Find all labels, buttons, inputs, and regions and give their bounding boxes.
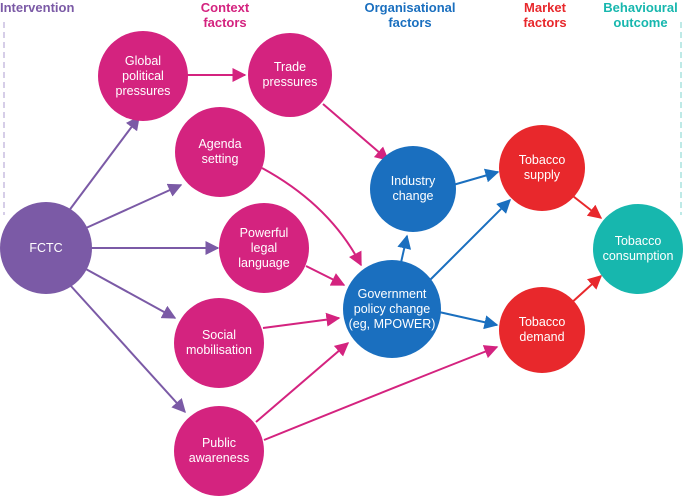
label-social-mobilisation: Social mobilisation — [185, 328, 252, 357]
label-government-policy-change: Government policy change (eg, MPOWER) — [348, 286, 436, 331]
label-powerful-legal-language: Powerful legal language — [238, 225, 290, 270]
header-organisational-factors: Organisational factors — [364, 0, 456, 30]
arrow-fctc-to-public — [69, 284, 186, 414]
arrow-fctc-to-global — [67, 115, 140, 213]
header-market-factors: Market factors — [523, 0, 567, 30]
arrow-fctc-to-social — [83, 267, 177, 319]
label-fctc: FCTC — [29, 240, 63, 255]
node-fctc — [0, 202, 92, 294]
arrow-demand-to-consumption — [568, 275, 603, 306]
label-public-awareness: Public awareness — [188, 436, 250, 465]
arrow-public-to-government — [255, 342, 350, 423]
node-tobacco-consumption — [593, 204, 683, 294]
arrow-legal-to-government — [305, 265, 346, 286]
header-context-factors: Context factors — [200, 0, 250, 30]
node-tobacco-demand — [499, 287, 585, 373]
label-global-political-pressures: Global political pressures — [115, 53, 171, 98]
node-industry-change — [370, 146, 456, 232]
arrow-trade-to-industry — [322, 103, 390, 161]
node-government-policy-change — [343, 260, 441, 358]
arrow-supply-to-consumption — [568, 192, 603, 219]
node-tobacco-supply — [499, 125, 585, 211]
header-behavioural-outcome: Behavioural outcome — [603, 0, 678, 30]
label-trade-pressures: Trade pressures — [262, 60, 318, 89]
arrow-social-to-government — [262, 312, 341, 329]
arrow-industry-to-supply — [452, 168, 500, 186]
node-social-mobilisation — [174, 298, 264, 388]
node-public-awareness — [174, 406, 264, 496]
label-tobacco-supply: Tobacco supply — [518, 153, 566, 182]
label-agenda-setting: Agenda setting — [198, 137, 242, 166]
label-tobacco-consumption: Tobacco consumption — [602, 234, 674, 263]
node-global-political-pressures — [98, 31, 188, 121]
arrow-public-to-demand — [263, 345, 499, 441]
arrow-fctc-to-agenda — [85, 183, 183, 229]
node-trade-pressures — [248, 33, 332, 117]
arrow-agenda-to-government — [261, 167, 362, 267]
node-powerful-legal-language — [219, 203, 309, 293]
arrow-government-to-supply — [429, 199, 511, 281]
label-industry-change: Industry change — [390, 174, 436, 203]
arrow-government-to-demand — [438, 311, 499, 330]
label-tobacco-demand: Tobacco demand — [518, 315, 566, 344]
header-intervention: Intervention — [0, 0, 75, 15]
node-agenda-setting — [175, 107, 265, 197]
